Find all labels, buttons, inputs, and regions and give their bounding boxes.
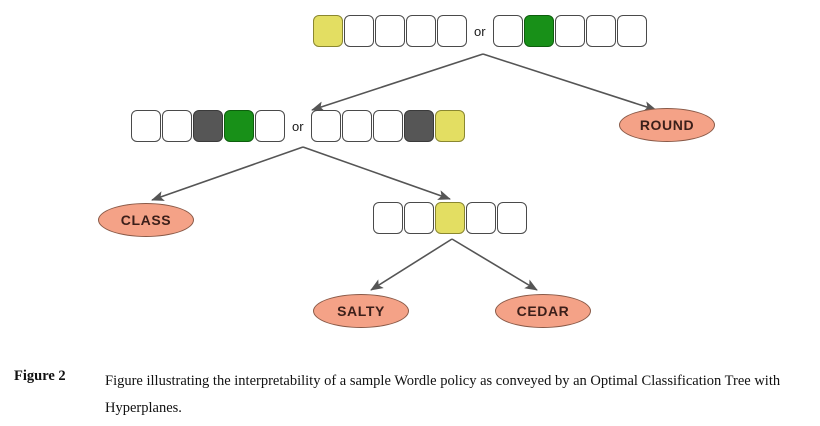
edge-root-to-level2 <box>311 53 484 112</box>
third-split-node[interactable] <box>373 202 527 234</box>
wordle-tile-white <box>497 202 527 234</box>
figure-caption: Figure 2 Figure illustrating the interpr… <box>0 360 820 426</box>
wordle-tile-white <box>373 202 403 234</box>
second-split-node[interactable]: or <box>131 110 465 142</box>
wordle-tile-white <box>372 110 403 142</box>
wordle-tile-green <box>224 110 254 142</box>
root-or-connector: or <box>474 23 486 39</box>
wordle-tile-white <box>310 110 341 142</box>
root-split-node[interactable]: or <box>313 15 647 47</box>
wordle-tile-white <box>616 15 647 47</box>
figure-caption-body: Figure illustrating the interpretability… <box>105 373 781 416</box>
edge-root-to-round <box>482 53 657 112</box>
level2-or-connector: or <box>292 118 304 134</box>
wordle-tile-white <box>375 15 405 47</box>
wordle-tile-yellow <box>434 110 465 142</box>
edge-level2-to-level3 <box>302 146 451 200</box>
wordle-tile-yellow <box>313 15 343 47</box>
edge-level2-to-class <box>151 146 304 201</box>
figure-caption-label: Figure 2 <box>14 368 66 384</box>
leaf-label-class: CLASS <box>120 212 172 228</box>
leaf-node-cedar[interactable]: CEDAR <box>495 294 591 328</box>
leaf-label-round: ROUND <box>639 117 695 133</box>
level2-left-tile-group <box>131 110 285 142</box>
wordle-tile-white <box>406 15 436 47</box>
wordle-tile-white <box>437 15 467 47</box>
leaf-label-cedar: CEDAR <box>516 303 570 319</box>
wordle-tile-gray <box>193 110 223 142</box>
wordle-tile-green <box>523 15 554 47</box>
leaf-label-salty: SALTY <box>337 303 385 319</box>
wordle-tile-white <box>162 110 192 142</box>
wordle-tile-white <box>404 202 434 234</box>
wordle-tile-white <box>585 15 616 47</box>
wordle-tile-yellow <box>435 202 465 234</box>
wordle-tile-white <box>554 15 585 47</box>
edge-level3-to-cedar <box>451 238 538 291</box>
wordle-tile-white <box>131 110 161 142</box>
root-right-tile-group <box>492 15 647 47</box>
wordle-tile-white <box>255 110 285 142</box>
level3-left-tile-group <box>373 202 527 234</box>
root-left-tile-group <box>313 15 467 47</box>
wordle-tile-white <box>492 15 523 47</box>
leaf-node-salty[interactable]: SALTY <box>313 294 409 328</box>
level2-right-tile-group <box>310 110 465 142</box>
edge-level3-to-salty <box>370 238 453 291</box>
leaf-node-class[interactable]: CLASS <box>98 203 194 237</box>
leaf-node-round[interactable]: ROUND <box>619 108 715 142</box>
wordle-tile-gray <box>403 110 434 142</box>
wordle-tile-white <box>344 15 374 47</box>
wordle-tile-white <box>341 110 372 142</box>
wordle-tile-white <box>466 202 496 234</box>
